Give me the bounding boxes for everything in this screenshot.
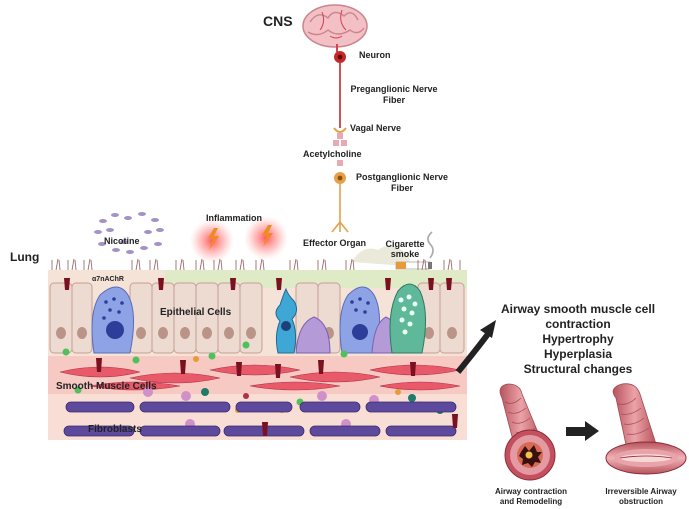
airway-obstruction-line2: obstruction: [619, 497, 663, 506]
smooth-muscle-label: Smooth Muscle Cells: [56, 381, 157, 392]
outcome-line2: contraction: [545, 317, 611, 331]
nerve-terminal: [331, 221, 349, 233]
acetylcholine-label: Acetylcholine: [303, 149, 362, 159]
outcome-line5: Structural changes: [523, 362, 633, 376]
nicotine-particles: [94, 212, 164, 254]
cigarette-line2: smoke: [390, 249, 420, 259]
preganglionic-line2: Fiber: [382, 95, 405, 105]
airway-obstructed: [605, 383, 687, 475]
cigarette-icon: [352, 231, 434, 270]
airway-contraction-line1: Airway contraction: [494, 487, 567, 496]
fibroblasts-label: Fibroblasts: [88, 424, 142, 435]
neuroendocrine-cell: [275, 287, 298, 354]
nicotine-label: Nicotine: [104, 236, 140, 246]
outcome-arrow: [455, 332, 491, 374]
effector-organ-label: Effector Organ: [303, 238, 367, 248]
outcomes-list: Airway smooth muscle cell contraction Hy…: [483, 302, 673, 377]
preganglionic-line1: Preganglionic Nerve: [350, 84, 438, 94]
airway-obstruction-line1: Irreversible Airway: [605, 487, 677, 496]
lung-title: Lung: [10, 250, 40, 264]
inflammation-markers: [190, 216, 288, 263]
vagal-nerve-label: Vagal Nerve: [350, 123, 402, 133]
airway-contraction-line2: and Remodeling: [499, 497, 563, 506]
inflammation-label: Inflammation: [206, 213, 263, 223]
outcome-line4: Hyperplasia: [543, 347, 613, 361]
preganglionic-label: Preganglionic Nerve Fiber: [342, 84, 446, 106]
postganglionic-neuron: [334, 172, 346, 184]
postganglionic-label: Postganglionic Nerve Fiber: [348, 172, 456, 194]
synapse-vesicles: [333, 127, 347, 166]
airway-contracted: [499, 383, 556, 481]
cns-title: CNS: [263, 13, 293, 29]
goblet-cell: [339, 286, 380, 354]
airway-contraction-label: Airway contraction and Remodeling: [476, 487, 586, 507]
outcome-line3: Hypertrophy: [542, 332, 614, 346]
cigarette-line1: Cigarette: [385, 239, 425, 249]
goblet-cell: [91, 286, 134, 354]
brain-icon: [302, 4, 368, 52]
receptor-label: α7nAChR: [92, 276, 124, 283]
neuron-label: Neuron: [359, 50, 391, 60]
postganglionic-line2: Fiber: [390, 183, 413, 193]
postganglionic-line1: Postganglionic Nerve: [355, 172, 449, 182]
lung-tissue: [48, 258, 467, 440]
cigarette-smoke-label: Cigarette smoke: [382, 239, 428, 259]
outcome-line1: Airway smooth muscle cell: [500, 302, 656, 316]
airway-obstruction-label: Irreversible Airway obstruction: [594, 487, 688, 507]
neuron-cell: [334, 51, 346, 63]
progression-arrow: [566, 421, 599, 441]
epithelial-cells-label: Epithelial Cells: [160, 307, 232, 318]
mucus-cell: [389, 283, 426, 354]
